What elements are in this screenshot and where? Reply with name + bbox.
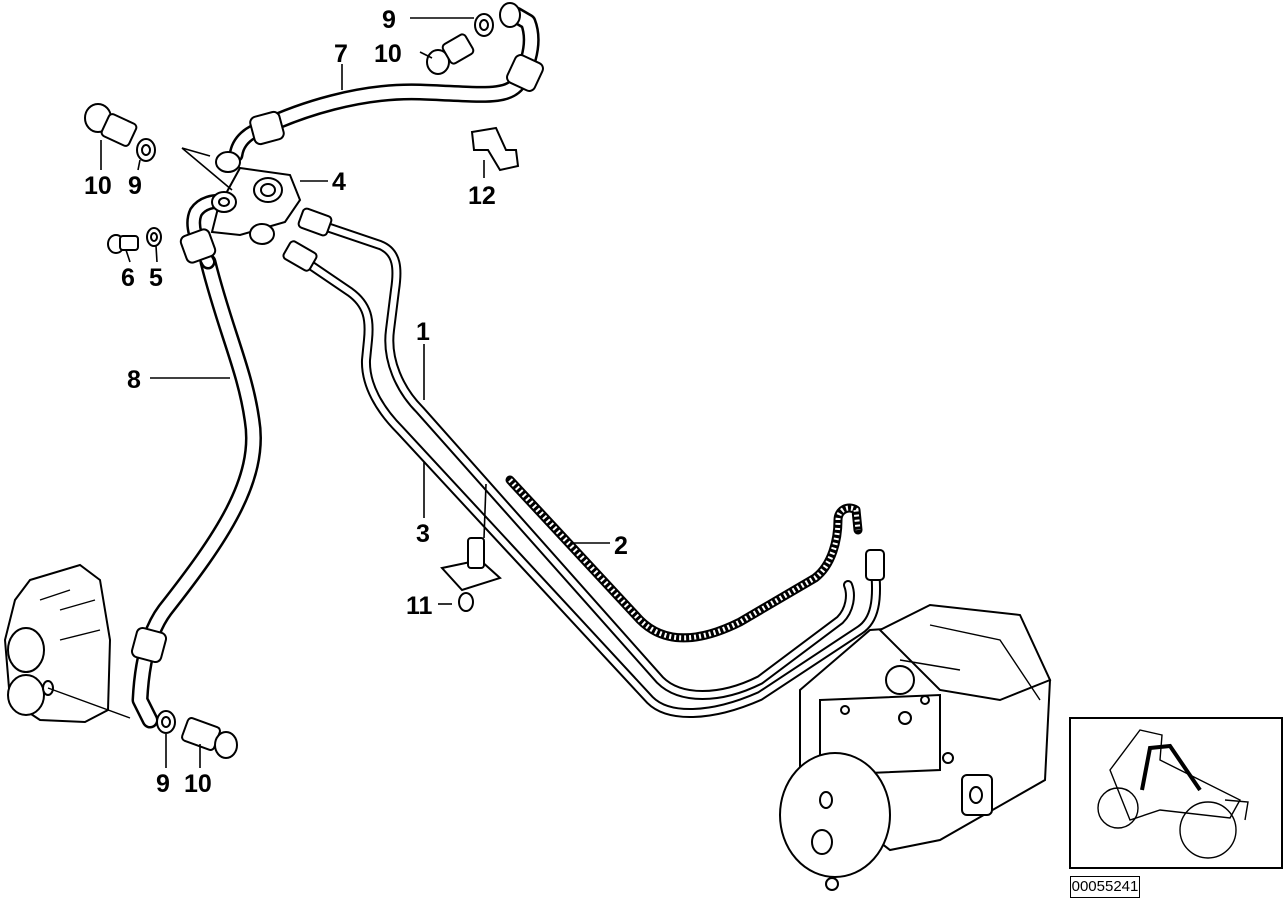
callout-1: 1	[416, 318, 430, 346]
clip-12[interactable]	[470, 126, 520, 172]
callout-8: 8	[127, 366, 141, 394]
callout-6: 6	[121, 264, 135, 292]
washer-9-left[interactable]	[136, 138, 156, 162]
callout-7: 7	[334, 40, 348, 68]
callout-4: 4	[332, 168, 346, 196]
leader-lines	[100, 17, 610, 768]
brake-line-1[interactable]	[297, 207, 855, 700]
bolt-10-bottom[interactable]	[181, 717, 238, 759]
callout-2: 2	[614, 532, 628, 560]
callout-11: 11	[406, 592, 433, 620]
callout-10-bottom: 10	[184, 770, 212, 798]
callout-9-bottom: 9	[156, 770, 170, 798]
washer-9-bottom[interactable]	[156, 710, 176, 734]
abs-pressure-modulator	[779, 603, 1052, 891]
callout-9-left: 9	[128, 172, 142, 200]
reference-number: 00055241	[1070, 876, 1140, 898]
callout-9-top: 9	[382, 6, 396, 34]
callout-5: 5	[149, 264, 163, 292]
washer-9-top[interactable]	[474, 13, 494, 37]
brake-caliper	[3, 563, 131, 724]
callout-12: 12	[468, 182, 496, 210]
callout-10-left: 10	[84, 172, 112, 200]
bolt-10-left[interactable]	[84, 103, 138, 147]
holder-11[interactable]	[440, 537, 502, 612]
brake-hose-7[interactable]	[228, 2, 545, 163]
callout-10-top: 10	[374, 40, 402, 68]
junction-block-4[interactable]	[210, 151, 302, 245]
bolt-6[interactable]	[107, 234, 139, 254]
brake-line-3[interactable]	[282, 240, 885, 718]
bolt-10-top[interactable]	[426, 33, 475, 75]
callout-labels: 1 2 3 4 5 6 7 8 9 9 9 10 10 10 11 12	[84, 6, 628, 798]
callout-3: 3	[416, 520, 430, 548]
washer-5[interactable]	[146, 227, 162, 247]
motorcycle-inset	[1069, 717, 1283, 869]
protective-sleeve-2[interactable]	[505, 475, 863, 643]
brake-hose-8[interactable]	[130, 193, 262, 729]
